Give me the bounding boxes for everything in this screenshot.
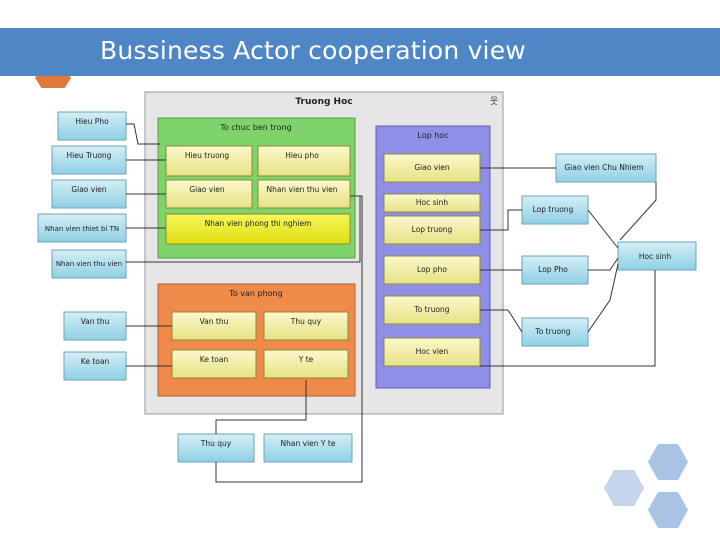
svg-text:Van thu: Van thu — [81, 317, 110, 326]
svg-text:Nhan vien thu vien: Nhan vien thu vien — [56, 260, 122, 268]
svg-text:Van thu: Van thu — [200, 317, 229, 326]
slide-title: Bussiness Actor cooperation view — [100, 36, 526, 65]
green-group-label: To chuc ben trong — [219, 123, 291, 132]
decorative-hexagons-icon — [604, 444, 688, 528]
left-actor-box: Hieu Pho — [57, 111, 127, 141]
svg-text:Hoc vien: Hoc vien — [416, 347, 449, 356]
green-item: Nhan vien phong thi nghiem — [165, 213, 351, 245]
outer-group-label: Truong Hoc — [295, 97, 352, 107]
right-actor-box: Giao vien Chu Nhiem — [555, 153, 657, 183]
svg-text:Ke toan: Ke toan — [81, 357, 110, 366]
green-item: Hieu pho — [257, 145, 351, 177]
svg-text:Giao vien: Giao vien — [189, 185, 225, 194]
right-actor-box: Hoc sinh — [617, 241, 697, 271]
svg-text:To truong: To truong — [413, 305, 449, 314]
blue-item: Hoc vien — [383, 337, 481, 367]
left-actor-box: Van thu — [63, 311, 127, 341]
hex-light-shape — [604, 470, 644, 506]
blue-item: Lop pho — [383, 255, 481, 285]
orange-item: Y te — [263, 349, 349, 379]
bottom-actor-box: Thu quy — [177, 433, 255, 463]
left-actor-box: Nhan vien thu vien — [51, 249, 127, 279]
green-item: Hieu truong — [165, 145, 253, 177]
orange-item: Thu quy — [263, 311, 349, 341]
hex-light-shape — [648, 444, 688, 480]
svg-text:Hoc sinh: Hoc sinh — [639, 252, 671, 261]
bottom-actor-box: Nhan vien Y te — [263, 433, 353, 463]
left-actor-box: Giao vien — [51, 179, 127, 209]
outer-actor-icon: 웃 — [490, 96, 498, 107]
svg-text:Y te: Y te — [298, 355, 314, 364]
blue-item: Hoc sinh — [383, 193, 481, 213]
svg-text:Lop pho: Lop pho — [417, 265, 447, 274]
blue-item: Giao vien — [383, 153, 481, 183]
green-item: Giao vien — [165, 179, 253, 209]
svg-text:Hieu truong: Hieu truong — [185, 151, 230, 160]
title-bar: Bussiness Actor cooperation view — [0, 28, 720, 76]
orange-group-label: To van phong — [228, 289, 282, 298]
left-actor-box: Nhan vien thiet bi TN — [37, 213, 127, 243]
svg-text:Hieu Truong: Hieu Truong — [67, 151, 112, 160]
svg-text:Lop Pho: Lop Pho — [538, 265, 568, 274]
svg-text:Thu quy: Thu quy — [200, 439, 232, 448]
right-actor-box: Lop truong — [521, 195, 589, 225]
svg-text:Giao vien Chu Nhiem: Giao vien Chu Nhiem — [564, 163, 643, 172]
svg-text:Lop truong: Lop truong — [533, 205, 574, 214]
right-actor-box: Lop Pho — [521, 255, 589, 285]
connector-lines — [126, 123, 657, 483]
svg-text:Lop truong: Lop truong — [412, 225, 453, 234]
left-actor-box: Ke toan — [63, 351, 127, 381]
hex-light-shape — [648, 492, 688, 528]
svg-text:Hieu Pho: Hieu Pho — [75, 117, 109, 126]
blue-item: Lop truong — [383, 215, 481, 245]
green-item: Nhan vien thu vien — [257, 179, 351, 209]
svg-text:Nhan vien thiet bi TN: Nhan vien thiet bi TN — [45, 225, 119, 233]
blue-item: To truong — [383, 295, 481, 325]
svg-text:Ke toan: Ke toan — [200, 355, 229, 364]
svg-text:Giao vien: Giao vien — [71, 185, 107, 194]
svg-text:Thu quy: Thu quy — [290, 317, 322, 326]
orange-item: Van thu — [171, 311, 257, 341]
left-actor-box: Hieu Truong — [51, 145, 127, 175]
right-actor-box: To truong — [521, 317, 589, 347]
svg-text:Nhan vien thu vien: Nhan vien thu vien — [266, 185, 337, 194]
orange-item: Ke toan — [171, 349, 257, 379]
svg-text:Hoc sinh: Hoc sinh — [416, 198, 448, 207]
svg-text:Hieu pho: Hieu pho — [285, 151, 319, 160]
svg-text:Nhan vien Y te: Nhan vien Y te — [281, 439, 336, 448]
svg-text:To truong: To truong — [534, 327, 570, 336]
svg-text:Nhan vien phong thi nghiem: Nhan vien phong thi nghiem — [205, 219, 312, 228]
blue-group-label: Lop hoc — [417, 131, 448, 140]
svg-text:Giao vien: Giao vien — [414, 163, 450, 172]
